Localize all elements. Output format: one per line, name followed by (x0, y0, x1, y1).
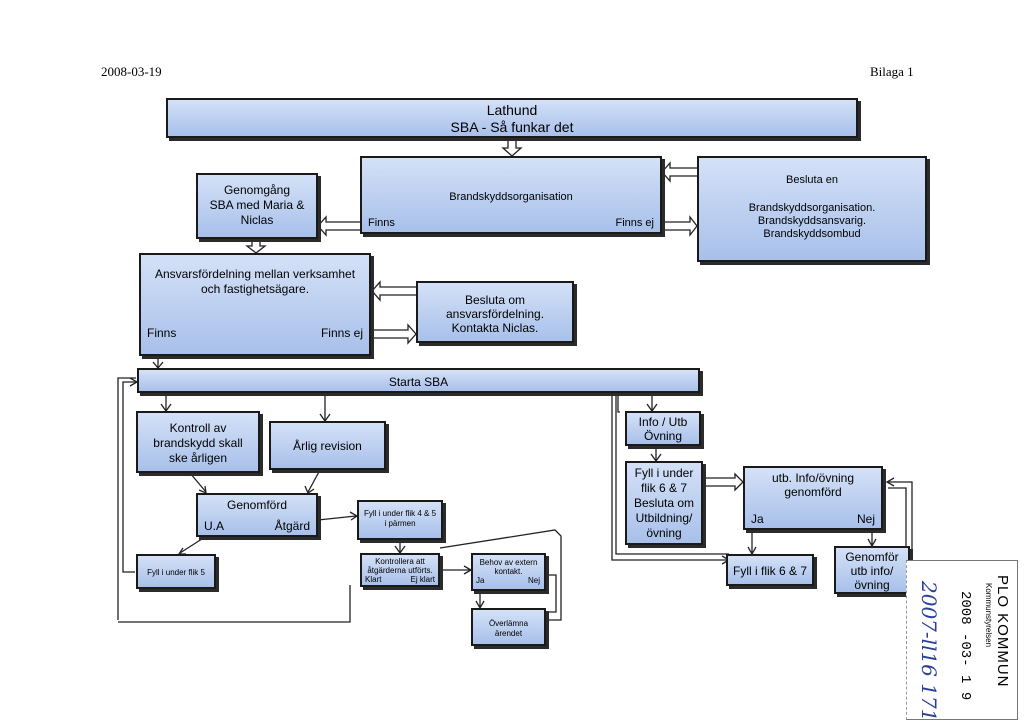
title-line1: Lathund (486, 102, 538, 118)
done-label: Genomförd (226, 498, 288, 512)
fill45-box: Fyll i under flik 4 & 5 i pärmen (357, 500, 443, 540)
annual-box: Årlig revision (269, 421, 386, 470)
responsibility-box: Ansvarsfördelning mellan verksamhet och … (139, 253, 371, 356)
fill67-line2: flik 6 & 7 (640, 481, 688, 495)
control-line1: Kontroll av (169, 421, 227, 435)
decide-org-line4: Brandskyddsombud (763, 228, 861, 240)
start-box: Starta SBA (137, 368, 700, 393)
info-line2: Övning (643, 429, 683, 443)
handover-box: Överlämna ärendet (471, 608, 546, 646)
responsibility-no: Finns ej (320, 325, 363, 340)
fill-flik67-box: Fyll i flik 6 & 7 (726, 554, 814, 586)
utb-done-line2: genomförd (784, 485, 842, 499)
not-done-line3: övning (854, 578, 890, 592)
fill5-label: Fyll i under flik 5 (147, 568, 205, 577)
not-done-box: Genomför utb info/ övning (834, 546, 910, 594)
title-box: Lathund SBA - Så funkar det (166, 98, 858, 138)
external-line1: Behov av extern (479, 558, 538, 567)
decide-org-line3: Brandskyddsansvarig. (757, 215, 867, 227)
decide-resp-line2: ansvarsfördelning. (445, 307, 545, 321)
not-done-line1: Genomför (845, 550, 899, 564)
fill5-box: Fyll i under flik 5 (136, 554, 216, 589)
responsibility-line2: och fastighetsägare. (200, 282, 310, 296)
stamp-dept: Kommunstyrelsen (984, 583, 993, 648)
verify-line1: Kontrollera att (375, 557, 425, 566)
responsibility-line1: Ansvarsfördelning mellan verksamhet (154, 267, 356, 281)
annual-label: Årlig revision (293, 439, 362, 453)
info-line1: Info / Utb (638, 415, 688, 429)
fill67-line5: övning (646, 526, 682, 540)
verify-line2: åtgärderna utförts. (367, 566, 433, 575)
title-line2: SBA - Så funkar det (450, 119, 574, 135)
decide-resp-line1: Besluta om (464, 293, 526, 307)
org-yes: Finns (368, 216, 395, 229)
done-right: Åtgärd (274, 518, 310, 533)
utb-done-no: Nej (856, 511, 875, 526)
external-box: Behov av extern kontakt. Ja Nej (471, 553, 546, 591)
decide-org-box: Besluta en Brandskyddsorganisation. Bran… (697, 156, 927, 262)
utb-done-yes: Ja (751, 511, 764, 526)
org-no: Finns ej (615, 216, 654, 229)
stamp-ref: 2007-ll16 171 (917, 581, 941, 722)
handover-line2: ärendet (494, 629, 523, 638)
external-line2: kontakt. (494, 567, 523, 576)
received-stamp: PLO KOMMUN Kommunstyrelsen 2008 -03- 1 9… (906, 560, 1018, 722)
not-done-line2: utb info/ (850, 564, 894, 578)
control-line2: brandskydd skall (153, 436, 243, 450)
start-label: Starta SBA (388, 375, 449, 389)
info-box: Info / Utb Övning (625, 411, 701, 446)
verify-box: Kontrollera att åtgärderna utförts. Klar… (360, 553, 440, 587)
control-line3: ske årligen (168, 451, 228, 465)
document-date: 2008-03-19 (101, 64, 162, 79)
review-line2: SBA med Maria & (209, 198, 305, 212)
appendix-label: Bilaga 1 (870, 64, 914, 79)
org-box: Brandskyddsorganisation Finns Finns ej (360, 156, 662, 234)
fill67-box: Fyll i under flik 6 & 7 Besluta om Utbil… (625, 461, 703, 545)
fill67-line4: Utbildning/ (635, 511, 693, 525)
fill45-line2: i pärmen (384, 519, 416, 528)
fill67-line3: Besluta om (633, 496, 695, 510)
review-line3: Niclas (240, 213, 274, 227)
decide-org-line2: Brandskyddsorganisation. (748, 202, 876, 214)
control-box: Kontroll av brandskydd skall ske årligen (136, 411, 260, 473)
decide-resp-box: Besluta om ansvarsfördelning. Kontakta N… (416, 281, 574, 343)
handover-line1: Överlämna (488, 619, 529, 628)
external-no: Nej (527, 575, 540, 585)
verify-yes: Klart (365, 574, 382, 584)
decide-resp-line3: Kontakta Niclas. (451, 321, 539, 335)
fill-flik67-label: Fyll i flik 6 & 7 (732, 564, 807, 578)
stamp-org: PLO KOMMUN (994, 575, 1011, 688)
review-box: Genomgång SBA med Maria & Niclas (196, 173, 318, 239)
verify-no: Ej klart (410, 574, 435, 584)
utb-done-line1: utb. Info/övning (771, 471, 855, 485)
fill45-line1: Fyll i under flik 4 & 5 (363, 509, 437, 518)
utb-done-box: utb. Info/övning genomförd Ja Nej (743, 466, 883, 530)
org-label: Brandskyddsorganisation (449, 191, 573, 203)
external-yes: Ja (476, 575, 485, 585)
review-line1: Genomgång (223, 183, 291, 197)
stamp-date: 2008 -03- 1 9 (957, 591, 973, 701)
done-left: U.A (204, 518, 225, 533)
responsibility-yes: Finns (147, 325, 177, 340)
fill67-line1: Fyll i under (634, 466, 694, 480)
done-box: Genomförd U.A Åtgärd (196, 493, 318, 537)
decide-org-line1: Besluta en (786, 174, 838, 186)
